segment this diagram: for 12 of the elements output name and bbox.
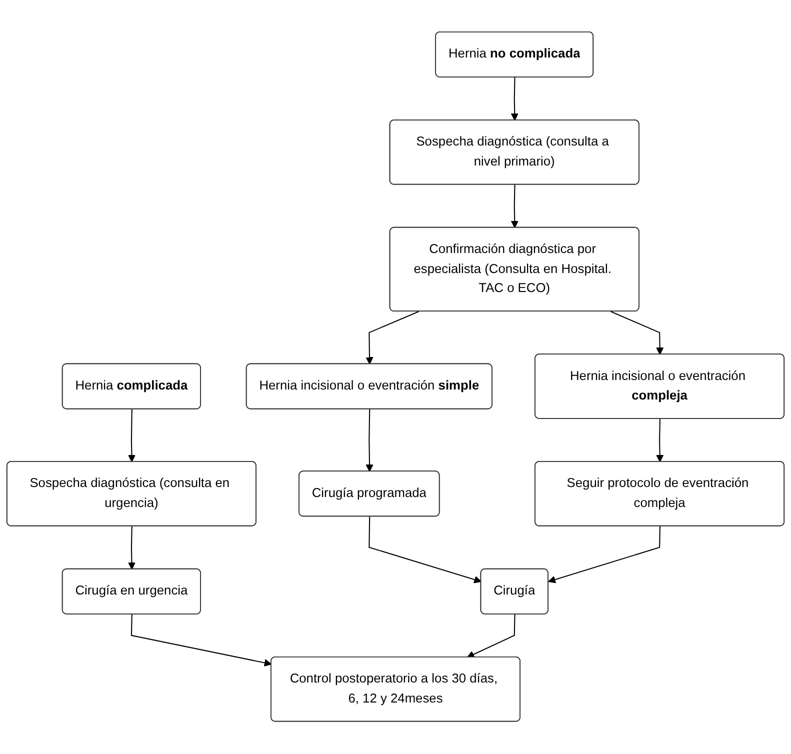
arrow [510,78,518,122]
arrow [366,311,420,365]
arrow [368,517,482,584]
arrow [610,311,664,356]
arrow [128,526,136,570]
arrow [130,614,272,667]
arrow [366,410,374,472]
arrow [510,185,518,228]
arrow [548,526,660,584]
arrow [656,419,664,463]
arrow [128,410,136,463]
arrow [466,614,516,658]
